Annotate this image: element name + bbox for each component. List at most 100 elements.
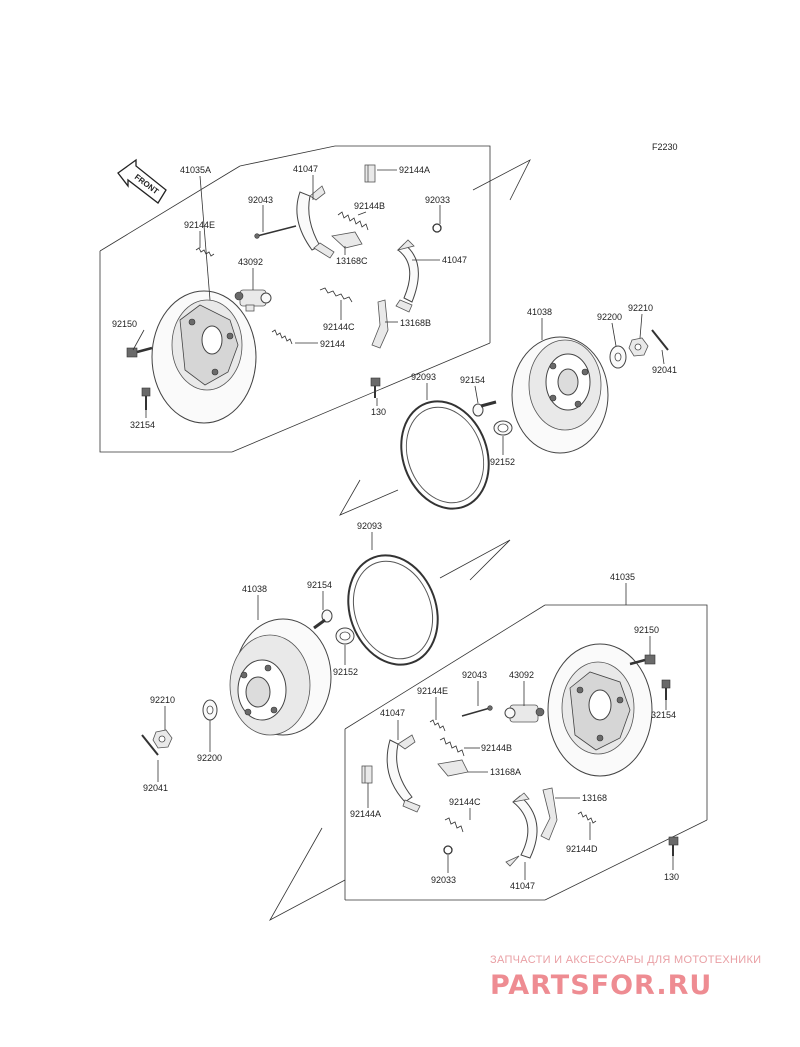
label-92152-bottom: 92152 — [333, 667, 358, 677]
label-92200-bottom: 92200 — [197, 753, 222, 763]
brake-shoe-top-right — [395, 239, 419, 313]
watermark-brand: PARTSFOR.RU — [490, 970, 712, 1001]
pin-92043-top-icon — [254, 225, 297, 239]
bottom-group-frame — [268, 604, 708, 921]
label-92150-bottom: 92150 — [634, 625, 659, 635]
label-41038-top: 41038 — [527, 307, 552, 317]
clip-92033-bottom-icon — [443, 845, 453, 855]
top-group-frame — [99, 145, 531, 453]
label-92150-top: 92150 — [112, 319, 137, 329]
spring-92144-top-icon — [271, 329, 293, 345]
label-41047-top2: 41047 — [442, 255, 467, 265]
wheel-cylinder-43092-bottom-icon — [504, 704, 545, 723]
label-92144C-bottom: 92144C — [449, 797, 481, 807]
brake-drum-bottom — [229, 618, 332, 736]
label-41047-bottom2: 41047 — [510, 881, 535, 891]
label-92154-bottom: 92154 — [307, 580, 332, 590]
leader-lines — [132, 169, 674, 880]
spring-92144C-bottom-icon — [444, 817, 464, 833]
brake-shoe-bottom-right — [505, 792, 538, 867]
connector-lines — [339, 479, 511, 581]
label-92144A-bottom: 92144A — [350, 809, 381, 819]
pin-92041-bottom-icon — [141, 734, 159, 756]
label-92154-top: 92154 — [460, 375, 485, 385]
lever-13168-bottom-icon — [540, 787, 558, 841]
label-92043-top: 92043 — [248, 195, 273, 205]
label-92043-bottom: 92043 — [462, 670, 487, 680]
label-41047-bottom: 41047 — [380, 708, 405, 718]
label-13168A: 13168A — [490, 767, 521, 777]
label-92144C-top: 92144C — [323, 322, 355, 332]
brake-drum-top — [511, 336, 609, 454]
nut-92210-top-icon — [628, 337, 649, 357]
label-92144-top: 92144 — [320, 339, 345, 349]
backing-plate-bottom — [547, 643, 653, 777]
pad-92144A-top-icon — [364, 164, 376, 183]
lever-13168A-bottom-icon — [437, 759, 469, 777]
label-92033-top: 92033 — [425, 195, 450, 205]
pin-92043-bottom-icon — [461, 705, 493, 717]
spring-92144E-top-icon — [195, 247, 215, 257]
label-92200-top: 92200 — [597, 312, 622, 322]
lever-13168B-top-icon — [371, 299, 389, 349]
label-92144D: 92144D — [566, 844, 598, 854]
label-41035: 41035 — [610, 572, 635, 582]
label-130-bottom: 130 — [664, 872, 679, 882]
label-92144B-top: 92144B — [354, 201, 385, 211]
bolt-92150-top-icon — [126, 346, 153, 358]
label-92144E-top: 92144E — [184, 220, 215, 230]
label-92210-top: 92210 — [628, 303, 653, 313]
label-41038-bottom: 41038 — [242, 584, 267, 594]
label-130-top: 130 — [371, 407, 386, 417]
washer-92200-bottom-icon — [202, 699, 218, 721]
label-92093-bottom: 92093 — [357, 521, 382, 531]
label-43092-top: 43092 — [238, 257, 263, 267]
label-13168B: 13168B — [400, 318, 431, 328]
bolt-32154-bottom-icon — [661, 679, 671, 700]
label-32154-top: 32154 — [130, 420, 155, 430]
label-92093-top: 92093 — [411, 372, 436, 382]
pad-92144A-bottom-icon — [361, 765, 373, 784]
spring-92144C-top-icon — [319, 287, 353, 303]
seal-92093-top — [400, 400, 490, 510]
label-92041-bottom: 92041 — [143, 783, 168, 793]
nut-92210-bottom-icon — [152, 729, 173, 749]
brake-shoe-top-left — [296, 185, 335, 259]
bolt-130-top-icon — [370, 377, 381, 398]
spring-92144B-top-icon — [337, 211, 369, 231]
spring-92144B-bottom-icon — [439, 737, 465, 757]
label-13168: 13168 — [582, 793, 607, 803]
clip-92033-top-icon — [432, 223, 442, 233]
bolt-130-bottom-icon — [668, 836, 679, 856]
label-13168C: 13168C — [336, 256, 368, 266]
label-92033-bottom: 92033 — [431, 875, 456, 885]
label-92144A-top: 92144A — [399, 165, 430, 175]
bolt-32154-top-icon — [141, 387, 151, 410]
label-43092-bottom: 43092 — [509, 670, 534, 680]
seal-92093-bottom — [347, 554, 439, 666]
bearing-92152-top-icon — [493, 420, 513, 436]
label-92144E-bottom: 92144E — [417, 686, 448, 696]
wheel-cylinder-43092-top-icon — [234, 289, 272, 312]
brake-shoe-bottom-left — [386, 734, 421, 813]
label-92144B-bottom: 92144B — [481, 743, 512, 753]
spring-92144E-bottom-icon — [429, 719, 446, 732]
label-41047-top: 41047 — [293, 164, 318, 174]
label-92210-bottom: 92210 — [150, 695, 175, 705]
spring-92144D-bottom-icon — [577, 811, 597, 824]
bearing-92152-bottom-icon — [335, 627, 355, 645]
label-92041-top: 92041 — [652, 365, 677, 375]
label-92152-top: 92152 — [490, 457, 515, 467]
front-arrow-icon: FRONT — [117, 158, 167, 204]
lever-13168C-top-icon — [331, 231, 363, 249]
watermark-tagline: ЗАПЧАСТИ И АКСЕССУАРЫ ДЛЯ МОТОТЕХНИКИ — [490, 954, 761, 966]
stud-92154-top-icon — [472, 400, 497, 417]
washer-92200-top-icon — [609, 345, 627, 369]
backing-plate-top — [151, 290, 257, 424]
figure-code: F2230 — [652, 142, 678, 152]
pin-92041-top-icon — [651, 329, 669, 351]
label-41035A: 41035A — [180, 165, 211, 175]
label-32154-bottom: 32154 — [651, 710, 676, 720]
stud-92154-bottom-icon — [313, 609, 333, 630]
